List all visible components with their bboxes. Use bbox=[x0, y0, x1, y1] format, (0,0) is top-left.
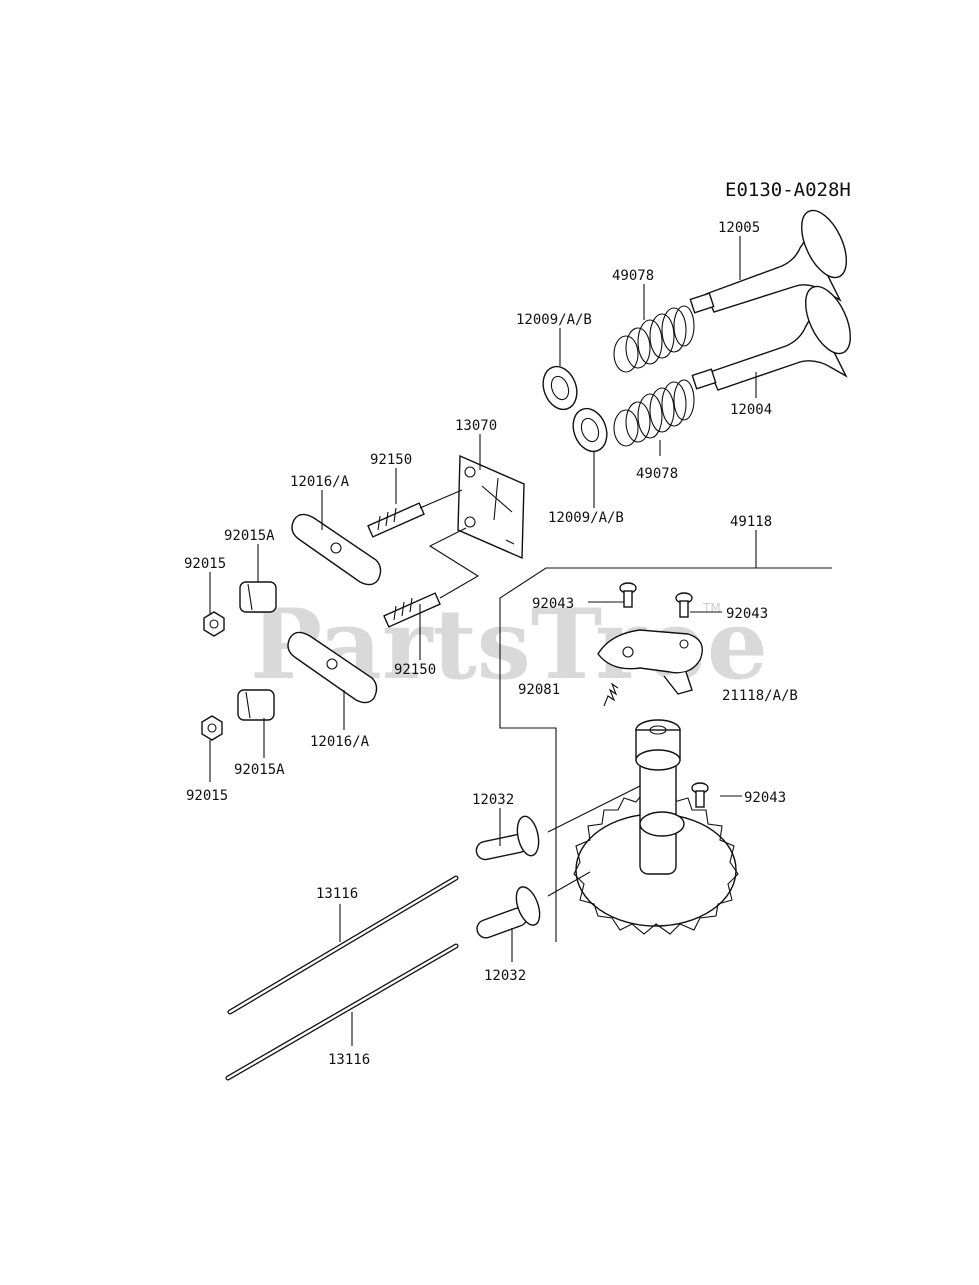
label-49078-top: 49078 bbox=[612, 268, 654, 284]
bolt-92043-right bbox=[675, 592, 693, 618]
label-12016-top: 12016/A bbox=[290, 474, 350, 490]
label-92015A-top: 92015A bbox=[224, 528, 275, 544]
spring-92081 bbox=[603, 682, 619, 707]
label-12005: 12005 bbox=[718, 220, 760, 236]
camshaft-gear bbox=[573, 719, 739, 935]
label-92015-top: 92015 bbox=[184, 556, 226, 572]
rocker-arm-12016-top bbox=[291, 513, 382, 586]
group-outline-49118 bbox=[499, 567, 832, 942]
stud-92150-bottom bbox=[383, 527, 480, 628]
label-49118: 49118 bbox=[730, 514, 772, 530]
nut-92015-bottom bbox=[201, 715, 223, 741]
label-92081: 92081 bbox=[518, 682, 560, 698]
rocker-arm-12016-bottom bbox=[287, 631, 378, 704]
label-92150-top: 92150 bbox=[370, 452, 412, 468]
spring-49078-top bbox=[613, 305, 695, 373]
label-12032-bottom: 12032 bbox=[484, 968, 526, 984]
governor-bracket-21118 bbox=[597, 629, 703, 695]
label-12032-top: 12032 bbox=[472, 792, 514, 808]
label-13116-bottom: 13116 bbox=[328, 1052, 370, 1068]
tappet-12032-bottom bbox=[476, 886, 541, 939]
label-92043-right: 92043 bbox=[726, 606, 768, 622]
push-rod-13116-top bbox=[227, 875, 459, 1015]
label-92015A-bottom: 92015A bbox=[234, 762, 285, 778]
label-49078-bottom: 49078 bbox=[636, 466, 678, 482]
label-92043-left: 92043 bbox=[532, 596, 574, 612]
diagram-code: E0130-A028H bbox=[725, 179, 851, 201]
leader-cam-top bbox=[547, 785, 641, 833]
retainer-12009-bottom bbox=[572, 407, 608, 453]
stud-92150-top bbox=[367, 489, 463, 538]
retainer-12009-top bbox=[542, 365, 578, 411]
spring-49078-bottom bbox=[613, 379, 695, 447]
label-21118: 21118/A/B bbox=[722, 688, 798, 704]
leader-cam-bottom bbox=[547, 871, 591, 897]
bolt-92043-left bbox=[619, 582, 637, 608]
label-92150-bottom: 92150 bbox=[394, 662, 436, 678]
label-12009-top: 12009/A/B bbox=[516, 312, 592, 328]
label-12016-bottom: 12016/A bbox=[310, 734, 370, 750]
push-rod-13116-bottom bbox=[225, 943, 459, 1081]
valve-12004 bbox=[691, 285, 852, 391]
bolt-92043-cam bbox=[691, 782, 709, 808]
pivot-92015A-top bbox=[239, 581, 277, 613]
label-13070: 13070 bbox=[455, 418, 497, 434]
leader-lines bbox=[209, 236, 757, 1046]
pivot-92015A-bottom bbox=[237, 689, 275, 721]
nut-92015-top bbox=[203, 611, 225, 637]
tappet-12032-top bbox=[475, 815, 540, 861]
label-12009-bottom: 12009/A/B bbox=[548, 510, 624, 526]
label-13116-top: 13116 bbox=[316, 886, 358, 902]
trademark-mark: TM bbox=[702, 601, 721, 615]
label-12004: 12004 bbox=[730, 402, 772, 418]
label-92043-cam: 92043 bbox=[744, 790, 786, 806]
plate-13070 bbox=[457, 454, 525, 560]
label-92015-bottom: 92015 bbox=[186, 788, 228, 804]
valve-12005 bbox=[689, 209, 848, 314]
